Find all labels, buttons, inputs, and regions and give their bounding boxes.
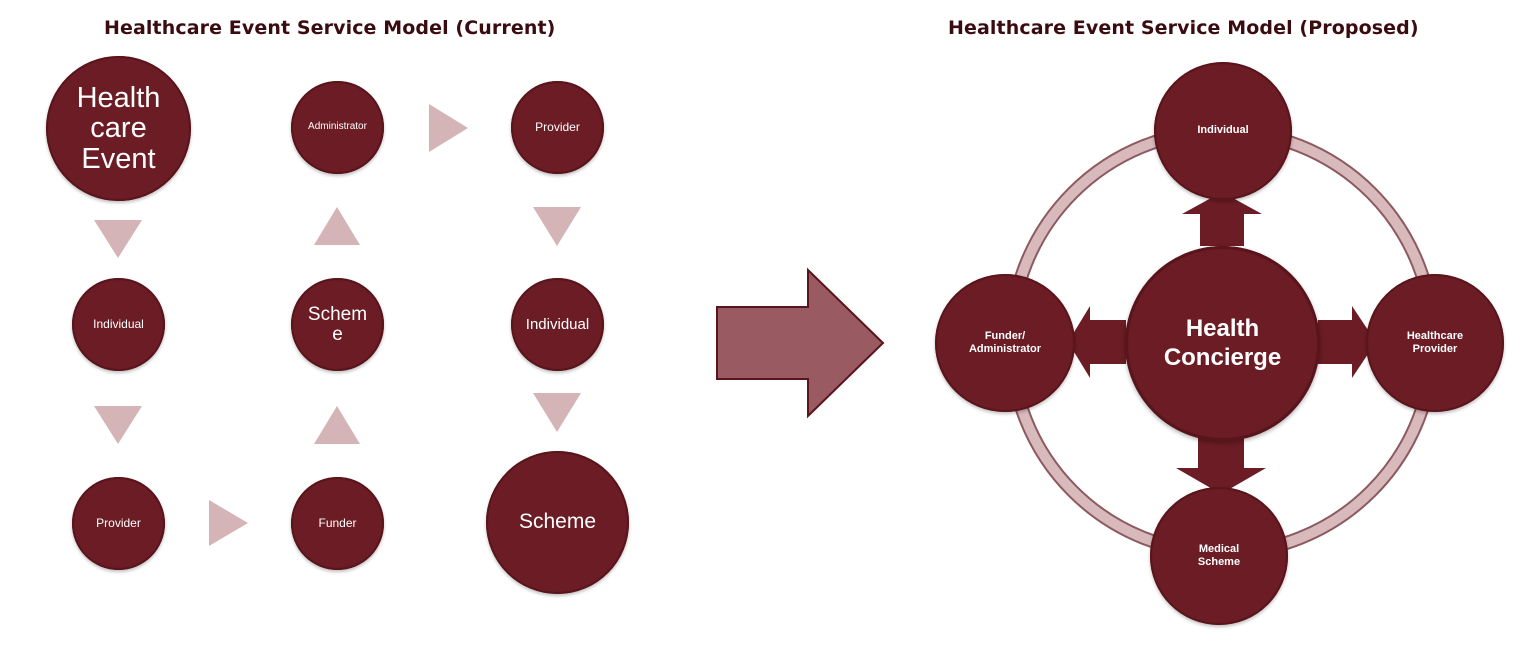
transition-arrow (716, 267, 885, 419)
down-arrow-1 (94, 220, 142, 258)
funder-administrator-label: Funder/ Administrator (968, 330, 1042, 355)
scheme-mid-label: Schem e (307, 303, 368, 345)
health-concierge-label: Health Concierge (1163, 315, 1282, 371)
health-concierge-node: Health Concierge (1125, 246, 1320, 441)
down-arrow-provider-individual (533, 207, 581, 246)
provider-node-2: Provider (511, 81, 604, 174)
right-arrow-admin-provider (429, 104, 468, 152)
provider-label-1: Provider (96, 516, 141, 531)
funder-administrator-node: Funder/ Administrator (935, 274, 1075, 412)
up-arrow-scheme-admin (314, 207, 360, 245)
provider-node-1: Provider (72, 477, 165, 570)
down-arrow-individual-scheme (533, 393, 581, 432)
healthcare-event-label: Health care Event (76, 81, 161, 175)
funder-label: Funder (318, 516, 357, 531)
provider-label-2: Provider (535, 120, 580, 135)
connector-arrow-right (1318, 306, 1376, 378)
current-model-title: Healthcare Event Service Model (Current) (104, 17, 556, 39)
up-arrow-funder-scheme (314, 406, 360, 444)
individual-node-1: Individual (72, 278, 165, 371)
scheme-end-node: Scheme (486, 451, 629, 594)
medical-scheme-node: Medical Scheme (1150, 487, 1288, 625)
proposed-individual-label: Individual (1197, 124, 1249, 137)
administrator-node: Administrator (291, 81, 384, 174)
connector-arrow-up (1182, 192, 1262, 246)
administrator-label: Administrator (308, 121, 367, 133)
connector-arrow-down (1176, 438, 1266, 494)
right-arrow-provider-funder (209, 500, 248, 546)
proposed-model-title: Healthcare Event Service Model (Proposed… (948, 17, 1419, 39)
scheme-mid-node: Schem e (291, 278, 384, 371)
healthcare-event-node: Health care Event (46, 56, 191, 201)
proposed-individual-node: Individual (1154, 62, 1292, 200)
individual-label-1: Individual (93, 317, 144, 332)
healthcare-provider-label: Healthcare Provider (1406, 330, 1464, 355)
scheme-end-label: Scheme (518, 510, 597, 534)
down-arrow-2 (94, 406, 142, 444)
individual-node-2: Individual (511, 278, 604, 371)
funder-node: Funder (291, 477, 384, 570)
medical-scheme-label: Medical Scheme (1197, 543, 1241, 568)
healthcare-provider-node: Healthcare Provider (1366, 274, 1504, 412)
connector-arrow-left (1068, 306, 1126, 378)
individual-label-2: Individual (525, 315, 590, 333)
